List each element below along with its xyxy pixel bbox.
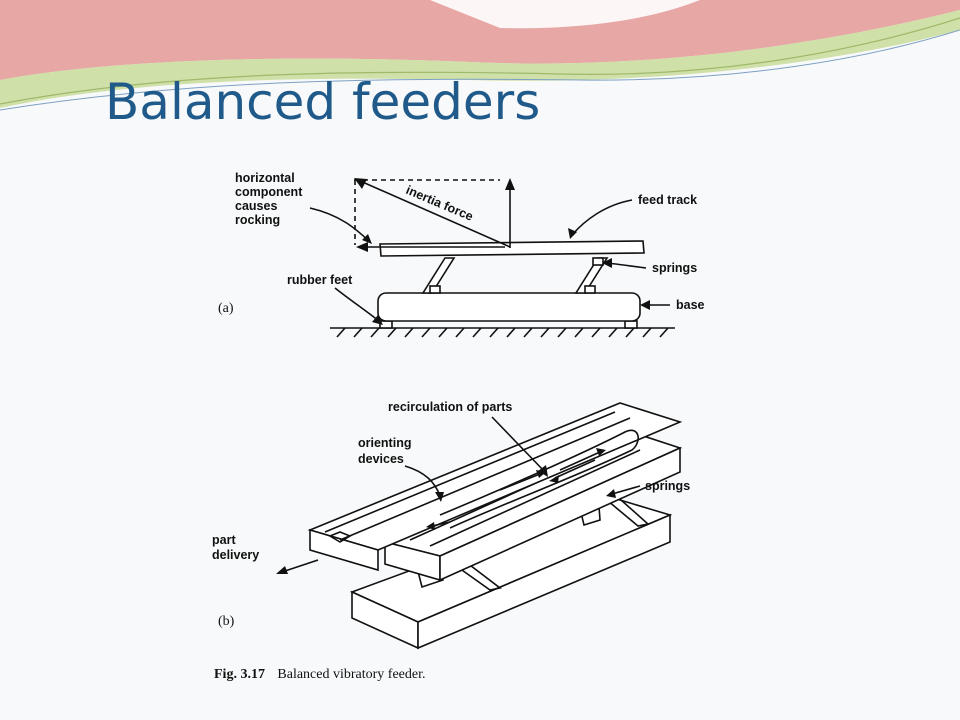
leader-recirculation	[491, 416, 546, 473]
leader-rubber-feet-head	[372, 315, 383, 325]
leader-springs-b	[611, 485, 641, 495]
flow-arrow-1	[499, 473, 541, 491]
leader-rubber-feet	[334, 287, 381, 323]
flow-arrow-2	[559, 451, 601, 471]
flow-arrow-3	[554, 459, 596, 479]
flow-arrow-3-head	[549, 475, 559, 483]
caption-number: Fig. 3.17	[214, 667, 265, 682]
label-inertia-force: inertia force	[404, 183, 475, 224]
ground-hatching	[330, 327, 675, 338]
banner-green-band	[0, 10, 960, 108]
label-part-delivery: part delivery	[212, 533, 259, 562]
part-delivery-arrow	[281, 559, 319, 573]
label-rubber-feet: rubber feet	[287, 273, 353, 287]
leader-recirculation-head	[538, 465, 548, 477]
flow-arrow-4	[431, 521, 451, 527]
inertia-force-arrow	[357, 179, 511, 248]
horizontal-component-arrowhead	[356, 242, 368, 252]
part-delivery-arrowhead	[276, 566, 288, 574]
banner-pink-band	[0, 0, 960, 80]
feed-track	[379, 240, 645, 257]
banner-line-2	[0, 29, 960, 111]
base-block	[377, 292, 641, 322]
panel-b-tag: (b)	[218, 614, 235, 629]
label-recirculation: recirculation of parts	[388, 400, 512, 414]
leader-orienting-devices-head	[435, 492, 444, 502]
slide-title: Balanced feeders	[105, 73, 541, 131]
banner-white-band	[430, 0, 700, 29]
figure-caption: Fig. 3.17 Balanced vibratory feeder.	[214, 665, 426, 682]
label-base: base	[676, 298, 705, 312]
leader-horizontal-component	[309, 207, 371, 243]
leader-springs-a-head	[602, 258, 612, 268]
label-springs-a: springs	[652, 261, 697, 275]
base-slab	[349, 496, 673, 650]
rubber-foot-right	[624, 320, 638, 329]
header-swoosh-banner	[0, 0, 960, 111]
leader-horizontal-component-head	[362, 234, 372, 244]
leader-feed-track-head	[568, 228, 577, 239]
banner-line-1	[0, 17, 960, 105]
label-feed-track: feed track	[638, 193, 697, 207]
leader-base-head	[640, 300, 650, 310]
label-orienting-devices: orienting devices	[358, 436, 415, 466]
vertical-component-arrowhead	[505, 178, 515, 190]
rear-track	[307, 402, 683, 572]
balanced-feeder-figure: horizontal component causes rocking iner…	[212, 171, 705, 682]
spring-left	[421, 257, 456, 294]
leader-springs-b-head	[606, 489, 616, 498]
caption-text: Balanced vibratory feeder.	[277, 667, 425, 682]
inertia-force-arrowhead	[354, 178, 367, 189]
panel-a: horizontal component causes rocking iner…	[218, 171, 705, 338]
label-springs-b: springs	[645, 479, 690, 493]
recirculation-loop	[439, 429, 639, 529]
flow-arrow-4-head	[426, 522, 435, 530]
leader-feed-track	[571, 199, 633, 236]
flow-arrow-2-head	[596, 448, 606, 456]
label-horizontal-component: horizontal component causes rocking	[235, 171, 306, 227]
panel-a-tag: (a)	[218, 301, 234, 316]
spring-right	[574, 257, 609, 294]
panel-b: recirculation of parts orienting devices…	[212, 400, 690, 650]
